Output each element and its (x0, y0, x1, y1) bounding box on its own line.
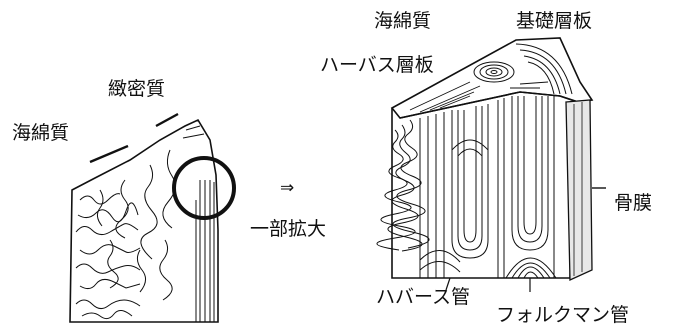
label-spongy-left: 海綿質 (12, 122, 70, 144)
magnifier-circle (172, 156, 236, 220)
label-partial-enlarge: 一部拡大 (250, 218, 327, 240)
label-basic-lamella: 基礎層板 (516, 10, 593, 32)
left-bone-section (69, 112, 236, 323)
basic-lamella-arcs (515, 43, 573, 95)
left-spongy-brace (89, 144, 129, 164)
left-dense-lines (182, 125, 215, 322)
label-periosteum: 骨膜 (614, 192, 653, 214)
arrow-symbol: ⇒ (280, 178, 295, 198)
label-haversian-canal: ハバース管 (376, 286, 471, 308)
left-spongy-texture (75, 149, 176, 320)
label-haversian-lamella: ハーバス層板 (320, 54, 434, 76)
top-osteon (473, 61, 515, 83)
right-bone-block (376, 37, 606, 292)
left-dense-brace (155, 112, 179, 128)
haversian-canal-leader (445, 277, 451, 291)
label-dense-left: 緻密質 (108, 78, 166, 100)
label-volkmann-canal: フォルクマン管 (496, 304, 630, 326)
periosteum-layer (565, 99, 593, 281)
label-spongy-right: 海綿質 (374, 10, 432, 32)
right-spongy-strip (376, 119, 430, 252)
osteon-columns (419, 96, 557, 279)
